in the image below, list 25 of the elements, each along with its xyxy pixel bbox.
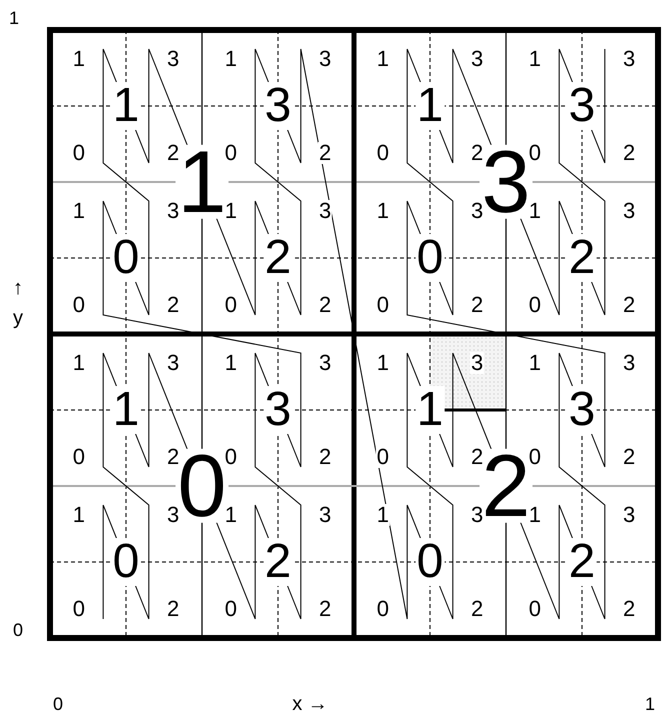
subquadrant-number: 1 <box>416 82 444 130</box>
subquadrant-number: 3 <box>264 82 292 130</box>
subquadrant-number: 0 <box>112 234 140 282</box>
cell-number: 3 <box>470 352 484 374</box>
subquadrant-number: 2 <box>568 234 596 282</box>
axis-tick-label: 1 <box>644 695 656 713</box>
cell-number: 2 <box>318 142 332 164</box>
subquadrant-number: 2 <box>264 234 292 282</box>
subquadrant-number: 3 <box>568 82 596 130</box>
subquadrant-number: 1 <box>416 386 444 434</box>
axis-tick-label: 0 <box>12 621 24 639</box>
subquadrant-number: 3 <box>568 386 596 434</box>
cell-number: 3 <box>318 200 332 222</box>
subquadrant-number: 0 <box>112 538 140 586</box>
subquadrant-number: 1 <box>112 82 140 130</box>
axis-tick-label: 0 <box>52 695 64 713</box>
subquadrant-number: 2 <box>568 538 596 586</box>
subquadrant-number: 2 <box>264 538 292 586</box>
subquadrant-number: 1 <box>112 386 140 434</box>
subquadrant-number: 0 <box>416 538 444 586</box>
subquadrant-number: 3 <box>264 386 292 434</box>
cell-number: 0 <box>376 446 390 468</box>
subquadrant-number: 0 <box>416 234 444 282</box>
axis-tick-label: 1 <box>8 9 20 27</box>
cell-number: 1 <box>376 504 390 526</box>
